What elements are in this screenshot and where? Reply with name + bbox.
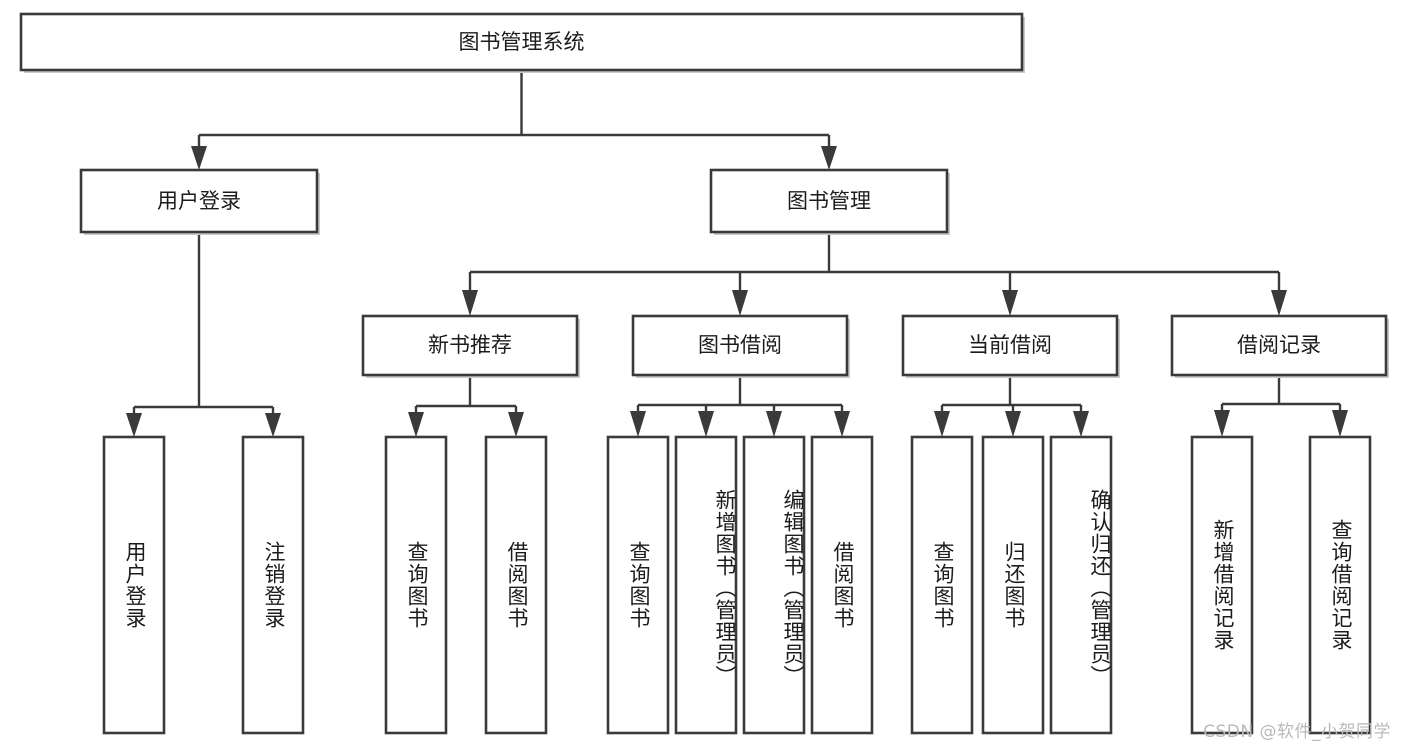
node-borrow-record[interactable]: 借阅记录 (1170, 314, 1389, 378)
node-current-borrow-rect (901, 314, 1119, 377)
node-new-book-recommend[interactable]: 新书推荐 (361, 314, 580, 378)
arrow-head-leaf-return-book (1005, 411, 1021, 437)
arrow-head-leaf-user-login (126, 413, 142, 437)
node-new-book-recommend-rect (361, 314, 579, 377)
arrow-head-leaf-query-book-1 (408, 412, 424, 437)
node-book-manage-rect (709, 168, 949, 234)
connector-group-book-manage-to-level3 (462, 232, 1287, 316)
node-new-book-recommend-label: 新书推荐 (428, 333, 512, 357)
node-leaf-confirm-return-rect[interactable] (1049, 435, 1113, 735)
arrow-head-leaf-query-book-3 (934, 411, 950, 437)
node-borrow-record-rect (1170, 314, 1388, 377)
node-user-login-label: 用户登录 (157, 189, 241, 213)
connector-group-borrow-record-to-leaves (1214, 375, 1348, 437)
arrow-head-leaf-edit-book (766, 411, 782, 437)
leaf-box-group (102, 435, 1372, 735)
node-current-borrow[interactable]: 当前借阅 (901, 314, 1120, 378)
node-leaf-add-record-rect[interactable] (1190, 435, 1254, 735)
node-user-login-rect (79, 168, 319, 234)
arrow-head-leaf-query-record (1332, 410, 1348, 437)
arrow-head-new-book-recommend (462, 290, 478, 316)
arrow-head-book-borrow (732, 290, 748, 316)
node-leaf-borrow-book-1-rect[interactable] (484, 435, 548, 735)
arrow-head-leaf-logout (265, 413, 281, 437)
node-book-borrow-rect (631, 314, 849, 377)
node-leaf-user-login-rect[interactable] (102, 435, 166, 735)
arrow-head-leaf-add-record (1214, 410, 1230, 437)
node-leaf-query-book-2-rect[interactable] (606, 435, 670, 735)
node-book-manage[interactable]: 图书管理 (709, 168, 950, 235)
connector-group-user-login-to-leaves (126, 232, 281, 437)
node-root-rect (19, 12, 1024, 72)
node-leaf-query-record-rect[interactable] (1308, 435, 1372, 735)
node-leaf-edit-book-rect[interactable] (742, 435, 806, 735)
node-borrow-record-label: 借阅记录 (1237, 333, 1321, 357)
node-leaf-return-book-rect[interactable] (981, 435, 1045, 735)
node-book-manage-label: 图书管理 (787, 189, 871, 213)
connector-group-book-borrow-to-leaves (630, 375, 850, 437)
arrow-head-leaf-confirm-return (1073, 411, 1089, 437)
watermark-text: CSDN @软件_小贺同学 (1203, 722, 1391, 742)
arrow-head-book-manage (821, 146, 837, 170)
arrow-head-leaf-query-book-2 (630, 411, 646, 437)
arrow-head-leaf-borrow-book-1 (508, 412, 524, 437)
arrow-head-leaf-add-book (698, 411, 714, 437)
node-leaf-query-book-1-rect[interactable] (384, 435, 448, 735)
node-root-label: 图书管理系统 (459, 30, 585, 54)
connector-group-new-book-recommend-to-leaves (408, 375, 524, 437)
node-user-login[interactable]: 用户登录 (79, 168, 320, 235)
connector-group-root-to-level2 (191, 70, 837, 170)
node-root[interactable]: 图书管理系统 (19, 12, 1025, 73)
arrow-head-current-borrow (1002, 290, 1018, 316)
node-leaf-logout-rect[interactable] (241, 435, 305, 735)
node-book-borrow[interactable]: 图书借阅 (631, 314, 850, 378)
arrow-head-borrow-record (1271, 290, 1287, 316)
arrow-head-leaf-borrow-book-2 (834, 411, 850, 437)
node-book-borrow-label: 图书借阅 (698, 333, 782, 357)
arrow-head-user-login (191, 146, 207, 170)
node-leaf-add-book-rect[interactable] (674, 435, 738, 735)
connector-group-current-borrow-to-leaves (934, 375, 1089, 437)
node-leaf-borrow-book-2-rect[interactable] (810, 435, 874, 735)
node-current-borrow-label: 当前借阅 (968, 333, 1052, 357)
node-leaf-query-book-3-rect[interactable] (910, 435, 974, 735)
